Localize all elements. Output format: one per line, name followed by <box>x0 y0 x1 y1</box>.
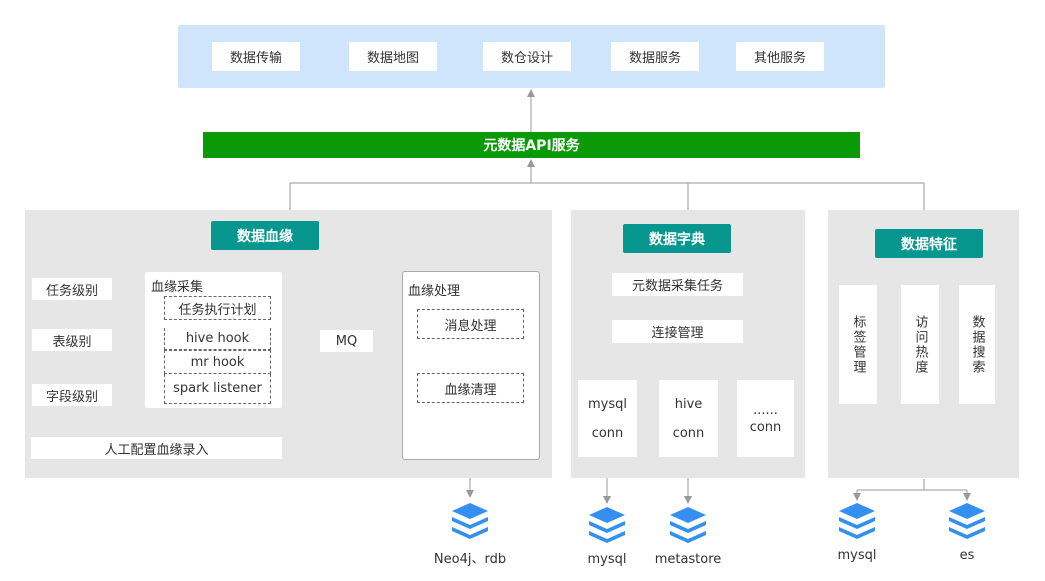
metastore-label: metastore <box>654 552 722 567</box>
feature-access-heat: 访问热度 <box>901 285 939 404</box>
mq-box: MQ <box>320 330 373 352</box>
service-data-map[interactable]: 数据地图 <box>349 42 437 71</box>
level-task: 任务级别 <box>32 278 112 300</box>
manual-lineage-entry: 人工配置血缘录入 <box>31 437 282 459</box>
process-cleanup: 血缘清理 <box>417 373 524 403</box>
metadata-collect-task: 元数据采集任务 <box>612 273 743 296</box>
feature-tag-mgmt-label: 标签管理 <box>850 314 866 375</box>
feature-access-heat-label: 访问热度 <box>912 314 928 375</box>
lineage-process-title: 血缘处理 <box>408 284 461 299</box>
es-label: es <box>959 548 975 563</box>
collect-exec-plan: 任务执行计划 <box>164 296 271 320</box>
connection-management: 连接管理 <box>612 320 743 343</box>
conn-other: ...... conn <box>737 380 794 457</box>
conn-mysql-line1: mysql <box>588 396 627 412</box>
collect-hive-hook: hive hook <box>164 328 271 350</box>
lineage-title: 数据血缘 <box>211 221 319 250</box>
mysql-label: mysql <box>587 552 627 567</box>
metastore-db-icon <box>670 507 706 543</box>
features-title: 数据特征 <box>875 229 983 258</box>
level-table: 表级别 <box>32 329 112 351</box>
conn-other-line2: conn <box>749 419 782 435</box>
service-data-service[interactable]: 数据服务 <box>611 42 699 71</box>
dictionary-title: 数据字典 <box>623 224 731 253</box>
feature-tag-mgmt: 标签管理 <box>839 285 877 404</box>
collect-mr-hook: mr hook <box>164 350 271 374</box>
metadata-api-bar: 元数据API服务 <box>203 132 860 158</box>
level-field: 字段级别 <box>32 384 112 406</box>
neo4j-db-icon <box>452 503 488 539</box>
feature-data-search-label: 数据搜索 <box>969 314 985 375</box>
service-data-transfer[interactable]: 数据传输 <box>212 42 300 71</box>
features-mysql-label: mysql <box>837 548 877 563</box>
service-other[interactable]: 其他服务 <box>736 42 824 71</box>
feature-data-search: 数据搜索 <box>959 285 995 404</box>
lineage-collect-title: 血缘采集 <box>151 280 204 295</box>
features-mysql-db-icon <box>839 503 875 539</box>
es-db-icon <box>949 503 985 539</box>
neo4j-rdb-label: Neo4j、rdb <box>433 552 507 567</box>
collect-spark-listener: spark listener <box>164 374 271 404</box>
process-message: 消息处理 <box>417 309 524 339</box>
service-warehouse-design[interactable]: 数仓设计 <box>483 42 571 71</box>
mysql-db-icon <box>589 507 625 543</box>
conn-hive-line2: conn <box>672 425 705 441</box>
conn-hive: hive conn <box>659 380 718 457</box>
conn-mysql-line2: conn <box>591 425 624 441</box>
conn-mysql: mysql conn <box>578 380 637 457</box>
conn-hive-line1: hive <box>674 396 703 412</box>
conn-other-line1: ...... <box>753 402 778 418</box>
lineage-process-box <box>402 271 540 460</box>
